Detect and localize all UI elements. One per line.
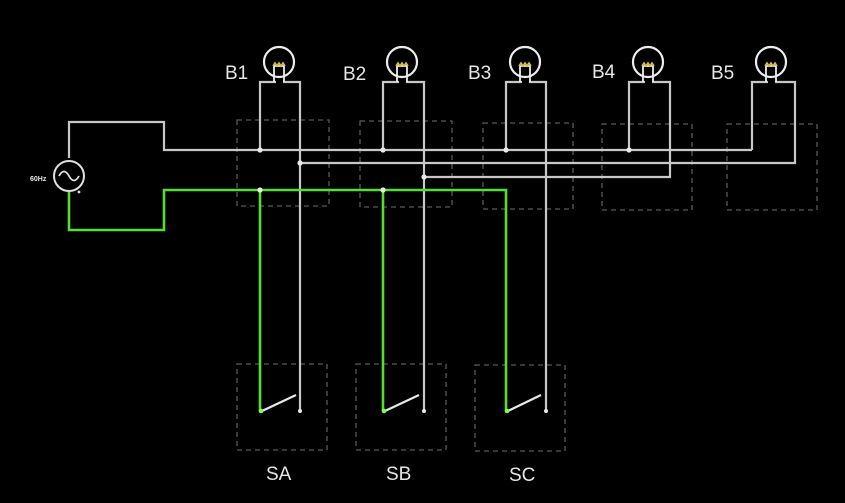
b1-left-lead xyxy=(258,80,276,150)
switch-label-sb: SB xyxy=(386,464,411,485)
bulb-b1[interactable]: B1 xyxy=(225,45,296,84)
b4-return-wire xyxy=(424,80,672,179)
dashed-box-3 xyxy=(482,122,574,210)
bulb-b2[interactable]: B2 xyxy=(343,45,419,85)
junction-node xyxy=(297,160,303,166)
bulb-label: B3 xyxy=(468,63,491,84)
filament-icon xyxy=(395,61,409,68)
bulb-b3[interactable]: B3 xyxy=(468,45,542,84)
bulb-b4[interactable]: B4 xyxy=(592,45,665,83)
switch-sa-contact xyxy=(298,409,302,413)
filament-icon xyxy=(272,61,286,68)
switch-box-sc xyxy=(474,364,566,452)
switch-sc-contact xyxy=(544,409,548,413)
live-wiring xyxy=(67,188,508,411)
switch-label-sa: SA xyxy=(266,464,292,485)
filament-icon xyxy=(641,61,655,68)
b3-return-wire xyxy=(529,80,548,411)
bulb-base-leads xyxy=(642,65,654,82)
switch-sa-pivot xyxy=(258,408,264,414)
b3-left-lead xyxy=(504,80,522,150)
neutral-wiring xyxy=(67,80,797,411)
junction-node xyxy=(503,147,509,153)
switch-sb[interactable] xyxy=(381,394,426,414)
bulb-base-leads xyxy=(765,65,777,82)
junction-node xyxy=(257,147,263,153)
filament-icon xyxy=(518,61,532,68)
live-bus xyxy=(67,188,508,411)
junction-node xyxy=(257,187,263,193)
bulb-label: B2 xyxy=(343,64,366,85)
junction-nodes xyxy=(257,147,632,193)
b5-left-lead xyxy=(750,80,768,150)
bulb-label: B1 xyxy=(225,63,248,84)
switch-sa[interactable] xyxy=(258,394,302,414)
switch-sc-pivot xyxy=(504,408,510,414)
switch-label-sc: SC xyxy=(509,465,535,486)
switch-sc[interactable] xyxy=(504,394,548,414)
bulb-b5[interactable]: B5 xyxy=(711,45,788,84)
b1-return-wire xyxy=(283,80,302,411)
ac-source[interactable]: 60Hz xyxy=(30,160,85,194)
source-terminal-dot xyxy=(77,190,81,194)
junction-node xyxy=(380,147,386,153)
b4-left-lead xyxy=(627,80,645,150)
neutral-bus xyxy=(67,120,752,158)
junction-node xyxy=(380,187,386,193)
bulb-base-leads xyxy=(396,65,408,82)
switch-sb-contact xyxy=(422,409,426,413)
dashed-box-4 xyxy=(601,123,693,211)
junction-node xyxy=(626,147,632,153)
b2-left-lead xyxy=(381,80,399,150)
switch-box-sa xyxy=(236,363,328,451)
dashed-box-5 xyxy=(726,123,818,211)
bulb-label: B4 xyxy=(592,62,616,83)
switch-box-sb xyxy=(355,363,447,451)
switch-sb-pivot xyxy=(381,408,387,414)
switch-sa-blade[interactable] xyxy=(261,394,297,412)
bulb-label: B5 xyxy=(711,63,734,84)
b5-return-wire xyxy=(300,80,797,165)
b2-return-wire xyxy=(406,80,426,411)
filament-icon xyxy=(764,61,778,68)
switch-sb-blade[interactable] xyxy=(384,394,420,412)
bulb-base-leads xyxy=(519,65,531,82)
junction-node xyxy=(421,174,427,180)
sine-wave-icon xyxy=(58,170,80,182)
source-frequency-label: 60Hz xyxy=(30,176,47,183)
switch-sc-blade[interactable] xyxy=(507,394,542,412)
bulb-base-leads xyxy=(273,65,285,82)
